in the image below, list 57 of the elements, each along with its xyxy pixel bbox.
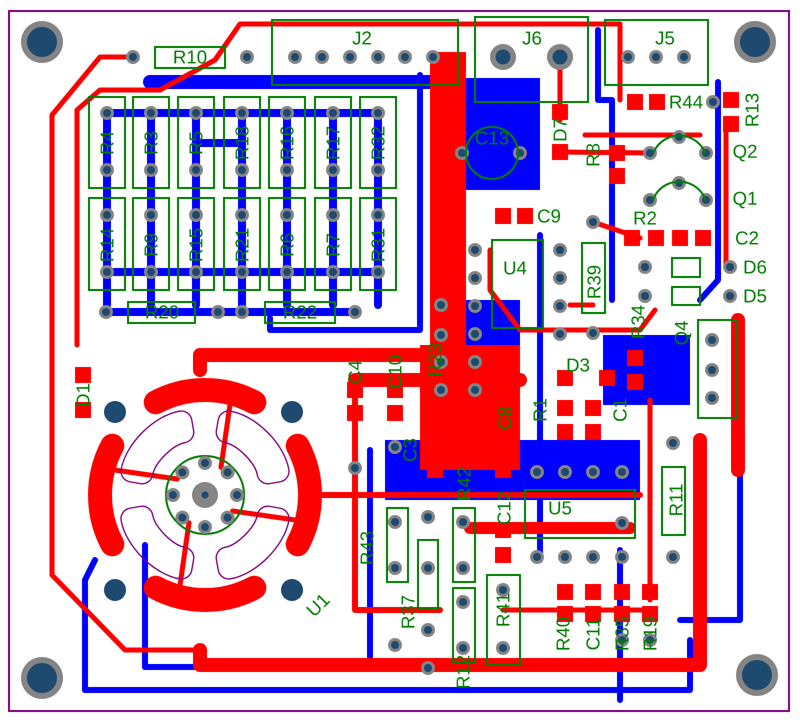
component-label: R11 — [670, 484, 682, 515]
component-label: R16 — [280, 126, 294, 159]
component-label: R1 — [534, 398, 546, 420]
component-label: C4 — [348, 360, 362, 383]
component-label: C12 — [497, 492, 511, 524]
component-label: R18 — [235, 126, 249, 159]
component-label: D3 — [568, 358, 590, 372]
component-label: U4 — [504, 262, 526, 275]
component-label: R40 — [556, 618, 570, 650]
component-label: C13 — [476, 131, 508, 145]
component-label: R8 — [586, 144, 600, 166]
component-label: R23 — [428, 344, 442, 376]
component-label: R39 — [587, 266, 601, 298]
component-label: R37 — [401, 596, 415, 628]
component-label: Q2 — [733, 144, 757, 162]
component-label: U5 — [550, 502, 572, 515]
component-label: R15 — [190, 228, 203, 261]
component-label: C11 — [586, 618, 600, 650]
component-label: R31 — [371, 228, 385, 261]
component-label: J6 — [522, 31, 542, 45]
component-label: C3 — [403, 438, 417, 461]
component-label: J5 — [655, 31, 674, 45]
component-label: C9 — [538, 209, 560, 223]
component-label: R41 — [496, 594, 510, 626]
component-label: R2 — [634, 211, 656, 225]
component-label: U1 — [306, 594, 330, 616]
component-label: R10 — [174, 50, 206, 64]
component-label: C8 — [498, 406, 512, 429]
component-label: Q1 — [733, 192, 757, 208]
component-label: R35 — [615, 618, 629, 650]
component-label: R9 — [144, 234, 158, 256]
component-label: C1 — [613, 398, 627, 421]
component-label: D1 — [76, 384, 90, 406]
component-label: R4 — [100, 132, 114, 154]
component-label: J2 — [352, 31, 371, 45]
component-label: R6 — [280, 234, 294, 256]
component-label: R44 — [670, 96, 703, 108]
component-label: R5 — [190, 132, 203, 154]
component-label: R13 — [745, 94, 759, 126]
component-label: Q4 — [674, 321, 692, 345]
component-label: R32 — [371, 126, 385, 159]
component-label: R19 — [643, 618, 657, 650]
component-label: R3 — [144, 132, 158, 154]
component-label: D5 — [744, 289, 766, 303]
component-label: D7 — [554, 119, 566, 140]
component-label: R22 — [284, 305, 316, 319]
component-label: R42 — [457, 468, 471, 500]
component-label: R21 — [235, 228, 249, 261]
component-label: R34 — [631, 305, 645, 338]
component-label: C10 — [388, 356, 402, 388]
component-label: R14 — [100, 228, 114, 261]
component-label: R43 — [360, 532, 374, 564]
component-label: R17 — [326, 126, 340, 159]
component-label: R20 — [146, 305, 178, 319]
component-label: R7 — [326, 234, 340, 256]
component-label: C2 — [736, 231, 758, 245]
component-label: D6 — [744, 260, 766, 274]
